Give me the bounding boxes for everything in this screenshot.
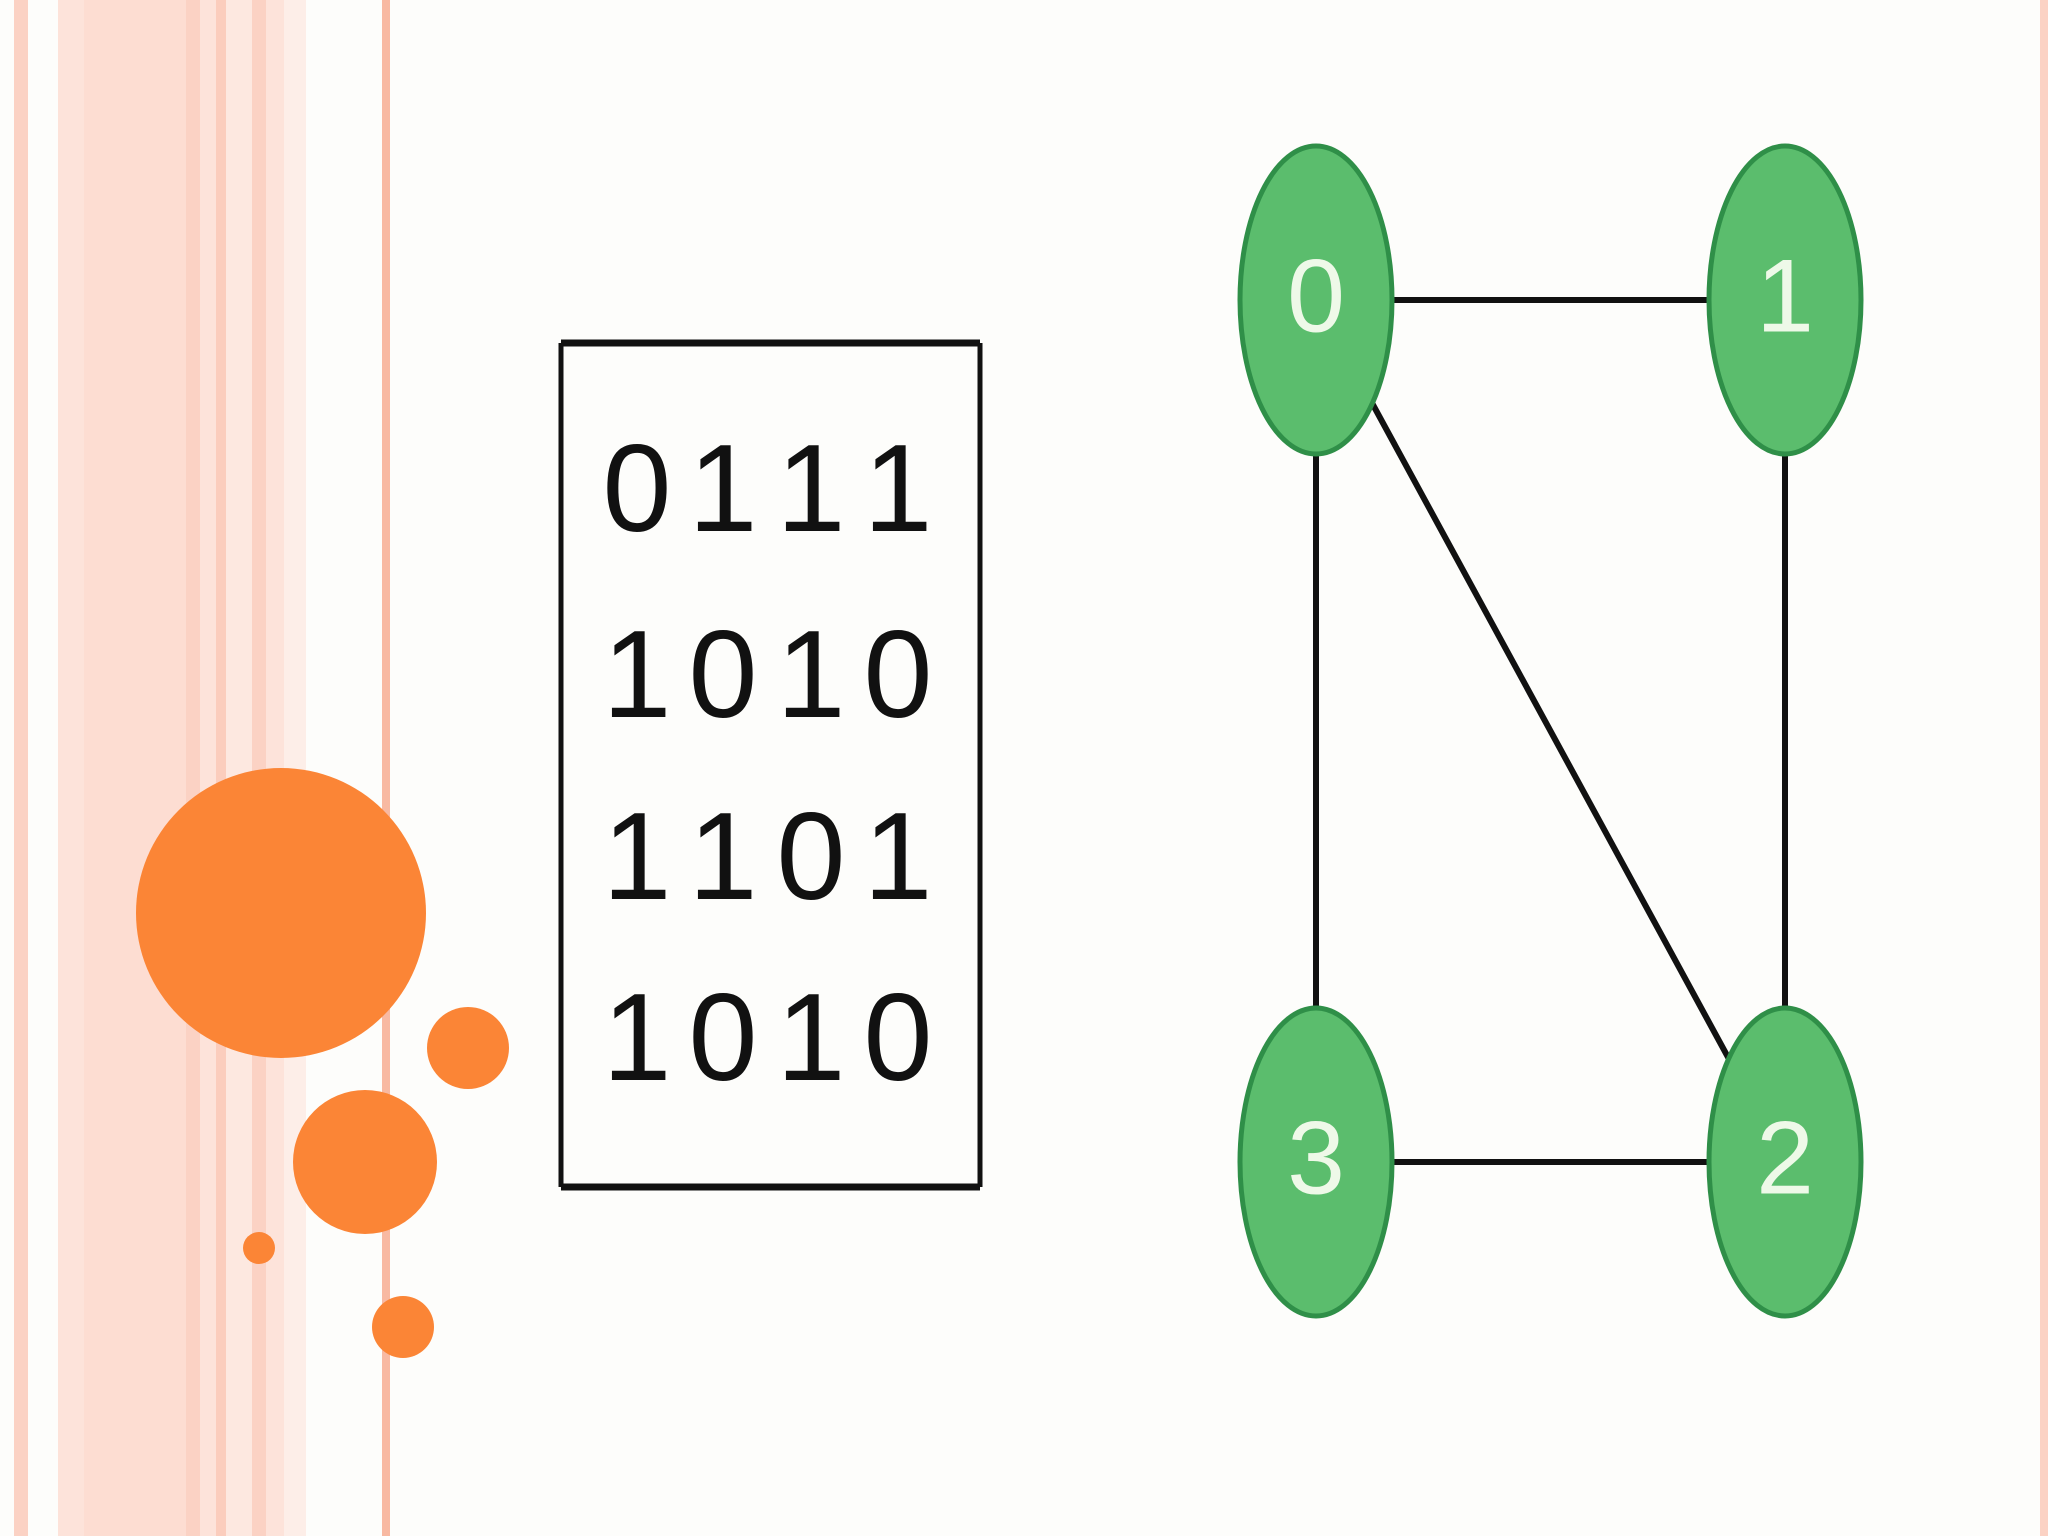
node-circle — [1706, 143, 1864, 457]
node-label: 2 — [1756, 1100, 1814, 1216]
stripe — [266, 0, 284, 1536]
matrix-cell: 1 — [864, 788, 933, 926]
graph: 0 1 2 3 — [1237, 143, 1864, 1319]
graph-node-2: 2 — [1706, 1005, 1864, 1319]
bubble-cluster — [136, 768, 509, 1358]
node-circle — [1237, 1005, 1395, 1319]
matrix-cell: 1 — [689, 788, 758, 926]
node-circle — [1706, 1005, 1864, 1319]
matrix-cell: 1 — [777, 969, 846, 1107]
stripe — [58, 0, 84, 1536]
stripe — [216, 0, 226, 1536]
node-label: 0 — [1287, 238, 1345, 354]
matrix-cell: 1 — [603, 788, 672, 926]
bubble-tiny — [243, 1232, 275, 1264]
stripe-band — [14, 0, 2048, 1536]
matrix-cell: 1 — [864, 420, 933, 558]
matrix-cell: 0 — [777, 788, 846, 926]
bubble-medium — [293, 1090, 437, 1234]
graph-nodes: 0 1 2 3 — [1237, 143, 1864, 1319]
matrix-cell: 0 — [864, 606, 933, 744]
stripe — [2040, 0, 2048, 1536]
matrix-cell: 1 — [777, 420, 846, 558]
node-label: 1 — [1756, 238, 1814, 354]
matrix-cell: 0 — [689, 969, 758, 1107]
stripe — [200, 0, 216, 1536]
matrix-cell: 0 — [864, 969, 933, 1107]
graph-node-0: 0 — [1237, 143, 1395, 457]
edge-0-2 — [1313, 298, 1788, 1164]
matrix-cell: 0 — [689, 606, 758, 744]
matrix-cell: 1 — [689, 420, 758, 558]
node-label: 3 — [1287, 1100, 1345, 1216]
graph-node-1: 1 — [1706, 143, 1864, 457]
stripe — [14, 0, 28, 1536]
matrix-cell: 0 — [603, 420, 672, 558]
bubble-small — [427, 1007, 509, 1089]
stripe — [84, 0, 186, 1536]
stripe — [252, 0, 266, 1536]
stripe — [186, 0, 200, 1536]
matrix-cell: 1 — [603, 606, 672, 744]
bubble-small — [372, 1296, 434, 1358]
bubble-large — [136, 768, 426, 1058]
stripe — [226, 0, 252, 1536]
matrix-cell: 1 — [603, 969, 672, 1107]
matrix-cell: 1 — [777, 606, 846, 744]
graph-edges — [1313, 297, 1788, 1165]
node-circle — [1237, 143, 1395, 457]
graph-node-3: 3 — [1237, 1005, 1395, 1319]
stripe — [382, 0, 390, 1536]
